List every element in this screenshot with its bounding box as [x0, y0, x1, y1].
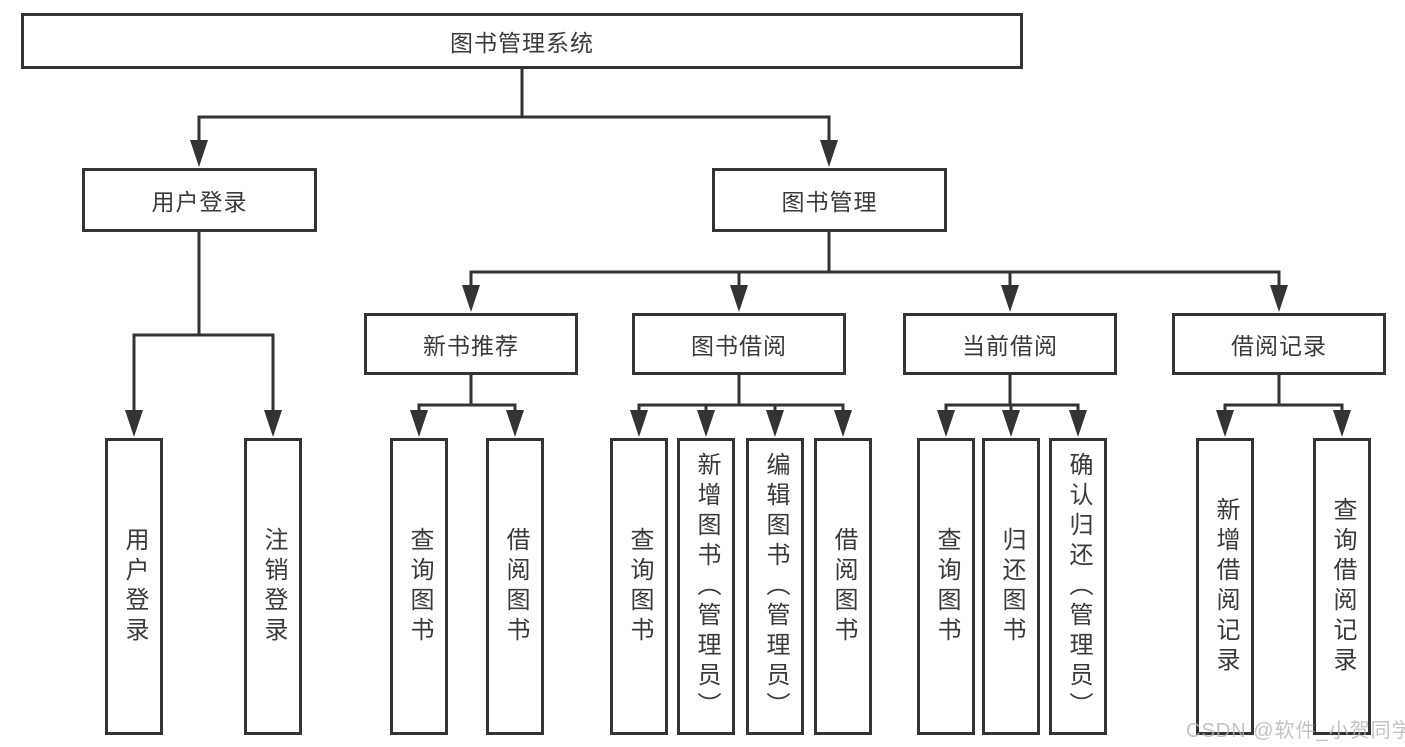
leaf-add-borrow-record-label: 新增借阅记录	[1212, 496, 1239, 677]
leaf-edit-book-admin-label: 编辑图书（管理员）	[762, 451, 789, 722]
leaf-add-book-admin: 新增图书（管理员）	[677, 438, 735, 735]
leaf-add-borrow-record: 新增借阅记录	[1196, 438, 1254, 735]
node-user-login: 用户登录	[82, 168, 317, 232]
leaf-confirm-return-admin-label: 确认归还（管理员）	[1065, 451, 1092, 722]
node-borrow-records-label: 借阅记录	[1231, 333, 1327, 359]
connector-book-borrow	[637, 375, 845, 416]
arrowheads-borrow-records	[1216, 410, 1351, 437]
connector-current-borrow	[944, 375, 1080, 416]
node-book-management: 图书管理	[712, 168, 947, 232]
node-current-borrow-label: 当前借阅	[962, 333, 1058, 359]
leaf-user-login-label: 用户登录	[121, 526, 148, 647]
node-borrow-records: 借阅记录	[1172, 313, 1386, 375]
arrowheads-book-borrow	[630, 410, 852, 437]
node-book-borrow: 图书借阅	[632, 313, 846, 375]
connector-new-book-recommend	[417, 375, 517, 416]
arrowheads-root	[190, 140, 838, 167]
connector-user-login	[132, 232, 275, 416]
leaf-confirm-return-admin: 确认归还（管理员）	[1049, 438, 1107, 735]
node-current-borrow: 当前借阅	[903, 313, 1117, 375]
leaf-return-book-label: 归还图书	[998, 526, 1025, 647]
arrowheads-current-borrow	[937, 410, 1087, 437]
leaf-borrow-books-recommend-label: 借阅图书	[502, 526, 529, 647]
node-book-borrow-label: 图书借阅	[691, 333, 787, 359]
leaf-return-book: 归还图书	[982, 438, 1040, 735]
leaf-add-book-admin-label: 新增图书（管理员）	[693, 451, 720, 722]
node-root: 图书管理系统	[21, 13, 1023, 69]
arrowheads-book-management	[462, 285, 1288, 312]
leaf-edit-book-admin: 编辑图书（管理员）	[746, 438, 804, 735]
node-new-book-recommend: 新书推荐	[364, 313, 578, 375]
node-user-login-label: 用户登录	[151, 189, 248, 215]
leaf-query-books-borrow-label: 查询图书	[626, 526, 653, 647]
leaf-query-borrow-record: 查询借阅记录	[1313, 438, 1371, 735]
connector-borrow-records	[1223, 375, 1344, 416]
leaf-query-books-recommend: 查询图书	[390, 438, 448, 735]
leaf-query-borrow-record-label: 查询借阅记录	[1329, 496, 1356, 677]
leaf-query-books-current: 查询图书	[917, 438, 975, 735]
leaf-query-books-borrow: 查询图书	[610, 438, 668, 735]
leaf-borrow-books-label: 借阅图书	[830, 526, 857, 647]
leaf-query-books-recommend-label: 查询图书	[406, 526, 433, 647]
arrowheads-new-book-recommend	[410, 410, 524, 437]
leaf-user-login: 用户登录	[105, 438, 163, 735]
leaf-borrow-books-recommend: 借阅图书	[486, 438, 544, 735]
leaf-logout: 注销登录	[244, 438, 302, 735]
leaf-query-books-current-label: 查询图书	[933, 526, 960, 647]
arrowheads-user-login	[125, 410, 282, 437]
leaf-logout-label: 注销登录	[260, 526, 287, 647]
node-book-management-label: 图书管理	[781, 189, 878, 215]
csdn-watermark: CSDN @软件_小贺同学	[1186, 720, 1405, 742]
leaf-borrow-books: 借阅图书	[814, 438, 872, 735]
connector-root	[197, 69, 831, 146]
connector-book-management	[469, 232, 1281, 292]
node-new-book-recommend-label: 新书推荐	[423, 333, 519, 359]
node-root-label: 图书管理系统	[450, 30, 594, 56]
